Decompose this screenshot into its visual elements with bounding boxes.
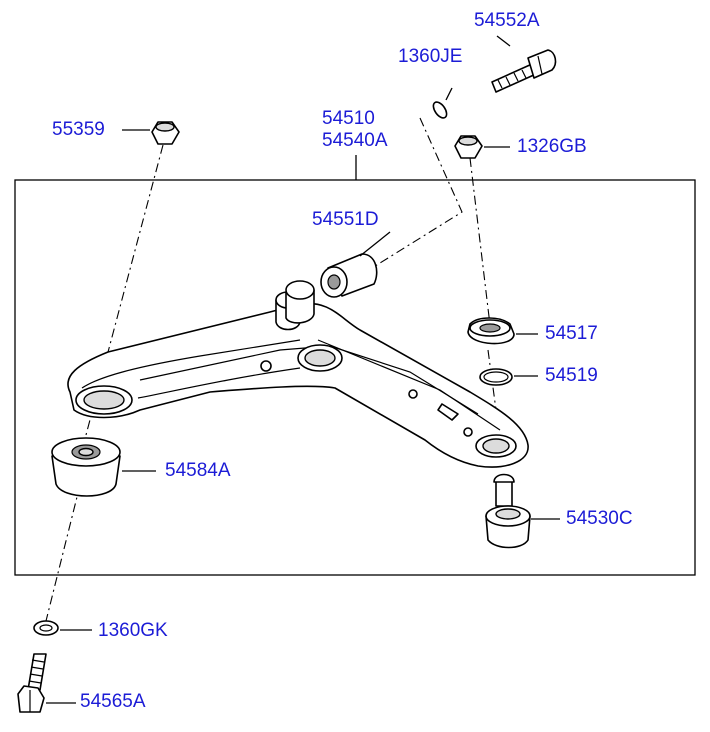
rear-bushing (51, 437, 121, 497)
nut-55359 (151, 121, 180, 145)
bolt-top (491, 49, 557, 93)
washer-1360je (432, 101, 448, 119)
label-54565a: 54565A (80, 691, 146, 712)
label-54519: 54519 (545, 365, 598, 386)
leader-lines (46, 35, 560, 704)
snap-ring (479, 368, 513, 386)
label-54551d: 54551D (312, 209, 379, 230)
label-54517: 54517 (545, 323, 598, 344)
label-55359: 55359 (52, 119, 105, 140)
front-bushing (320, 253, 378, 298)
label-54530c: 54530C (566, 508, 633, 529)
bolt-bottom (17, 653, 47, 713)
center-lines (44, 117, 501, 626)
label-54510: 54510 (322, 108, 375, 129)
label-1326gb: 1326GB (517, 136, 587, 157)
nut-1326gb (454, 135, 483, 159)
label-54552a: 54552A (474, 10, 540, 31)
control-arm (67, 280, 529, 468)
label-54540a: 54540A (322, 130, 388, 151)
label-1360gk: 1360GK (98, 620, 168, 641)
washer-1360gk (33, 620, 59, 636)
dust-cover (467, 317, 515, 345)
ball-joint (485, 473, 531, 549)
label-54584a: 54584A (165, 460, 231, 481)
label-1360je: 1360JE (398, 46, 463, 67)
assembly-frame (14, 179, 696, 576)
